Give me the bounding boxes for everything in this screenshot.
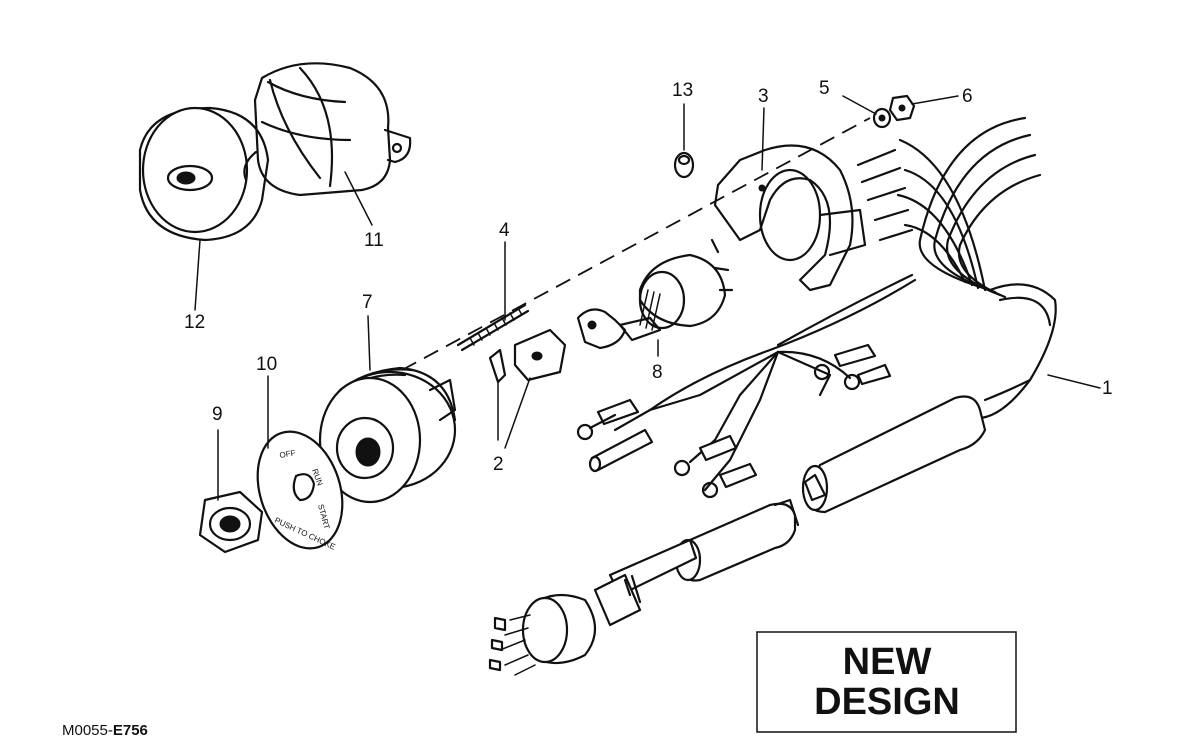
callout-11: 11 — [364, 230, 384, 251]
callout-12: 12 — [184, 312, 205, 333]
new-design-stamp: NEW DESIGN — [756, 631, 1017, 733]
stamp-line-1: NEW — [843, 641, 932, 683]
callout-3: 3 — [758, 86, 769, 107]
part-4-spring — [456, 303, 530, 352]
part-6-nut — [888, 94, 916, 122]
stamp-line-2: DESIGN — [814, 681, 960, 723]
figure-id-prefix: M0055- — [62, 722, 113, 739]
callout-10: 10 — [256, 354, 277, 375]
leader-lines — [194, 95, 1101, 501]
part-11-bracket — [243, 62, 412, 197]
callout-8: 8 — [652, 362, 663, 383]
part-7-housing — [318, 366, 457, 504]
part-12-cover — [138, 106, 270, 242]
figure-id: M0055-E756 — [62, 722, 148, 739]
figure-id-code: E756 — [112, 722, 148, 739]
assembly-centerline — [401, 117, 871, 371]
part-9-nut — [198, 490, 264, 554]
callout-6: 6 — [962, 86, 973, 107]
plate-off-label: OFF — [279, 448, 296, 460]
callout-2: 2 — [493, 454, 504, 475]
callout-1: 1 — [1102, 378, 1113, 399]
part-10-plate: OFF RUN START PUSH TO CHOKE — [256, 430, 344, 552]
part-1-wiring-harness — [488, 116, 1057, 676]
part-3-clamp — [713, 144, 867, 292]
callouts: 1 2 3 4 5 6 7 8 9 10 11 12 13 — [184, 78, 1113, 475]
callout-4: 4 — [499, 220, 510, 241]
part-2-clip-cam — [488, 328, 567, 384]
callout-9: 9 — [212, 404, 223, 425]
part-5-washer — [872, 107, 892, 129]
callout-5: 5 — [819, 78, 830, 99]
callout-13: 13 — [672, 80, 693, 101]
part-8-ignition-switch — [576, 238, 734, 350]
part-13-fitting — [673, 151, 695, 179]
callout-7: 7 — [362, 292, 373, 313]
